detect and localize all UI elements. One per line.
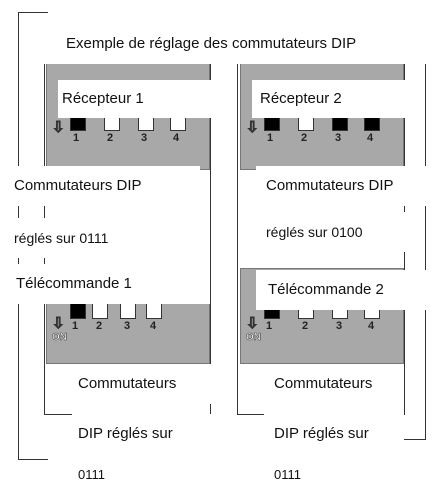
switch-number-3: 3: [336, 320, 343, 332]
down-arrow-icon: ⇩: [246, 315, 259, 333]
receiver2-label: Récepteur 2: [252, 80, 414, 118]
switch-number-4: 4: [173, 132, 180, 144]
switch-number-3: 3: [124, 320, 131, 332]
frame-top-left: [18, 12, 48, 13]
receiver1-switch-3: [138, 117, 154, 131]
switch-number-2: 2: [302, 320, 309, 332]
remote2-caption-line1: Commutateurs: [264, 364, 404, 404]
receiver1-dip-switch: ⇩ 1 2 3 4: [50, 114, 200, 160]
remote1-switch-4: [146, 303, 162, 319]
frame-bottom-left: [18, 459, 48, 460]
left-column-frame-right: [210, 60, 211, 415]
receiver2-caption-line2: réglés sur 0100: [256, 212, 406, 252]
switch-number-3: 3: [141, 132, 148, 144]
receiver2-switch-2: [298, 117, 314, 131]
remote2-label: Télécommande 2: [256, 270, 426, 310]
remote1-label: Télécommande 1: [10, 264, 210, 304]
remote1-switch-1: [70, 303, 86, 319]
switch-number-4: 4: [150, 320, 157, 332]
frame-right: [425, 60, 426, 440]
switch-number-1: 1: [73, 132, 80, 144]
down-arrow-icon: ⇩: [52, 119, 65, 137]
remote2-caption-line3: 0111: [264, 462, 404, 488]
receiver1-caption-line2: réglés sur 0111: [10, 218, 200, 258]
receiver1-switch-1: [70, 117, 86, 131]
receiver1-caption-line1: Commutateurs DIP: [10, 166, 200, 206]
on-label: ON: [246, 332, 262, 344]
remote1-switch-2: [92, 303, 108, 319]
receiver2-switch-3: [332, 117, 348, 131]
remote1-caption-line3: 0111: [72, 462, 212, 488]
remote1-dip-switch: ⇩ 1 2 3 4 ON: [50, 300, 200, 352]
switch-number-4: 4: [368, 320, 375, 332]
receiver2-switch-4: [364, 117, 380, 131]
down-arrow-icon: ⇩: [52, 315, 65, 333]
switch-number-4: 4: [367, 132, 374, 144]
remote1-caption-line2: DIP réglés sur: [72, 414, 212, 454]
switch-number-1: 1: [266, 320, 273, 332]
right-column-frame-left: [237, 60, 238, 415]
frame-bottom-right: [395, 439, 426, 440]
switch-number-2: 2: [301, 132, 308, 144]
switch-number-3: 3: [335, 132, 342, 144]
remote1-caption-line1: Commutateurs: [72, 364, 212, 404]
receiver2-caption-line1: Commutateurs DIP: [256, 166, 434, 206]
switch-number-2: 2: [96, 320, 103, 332]
on-label: ON: [52, 332, 68, 344]
switch-number-1: 1: [267, 132, 274, 144]
receiver2-switch-1: [264, 117, 280, 131]
down-arrow-icon: ⇩: [246, 119, 259, 137]
remote2-caption-line2: DIP réglés sur: [264, 414, 404, 454]
title: Exemple de réglage des commutateurs DIP: [36, 24, 434, 64]
receiver1-switch-2: [104, 117, 120, 131]
receiver1-switch-4: [170, 117, 186, 131]
switch-number-2: 2: [107, 132, 114, 144]
receiver1-label: Récepteur 1: [58, 80, 220, 118]
receiver2-dip-switch: ⇩ 1 2 3 4: [244, 114, 394, 160]
remote1-switch-3: [120, 303, 136, 319]
switch-number-1: 1: [72, 320, 79, 332]
